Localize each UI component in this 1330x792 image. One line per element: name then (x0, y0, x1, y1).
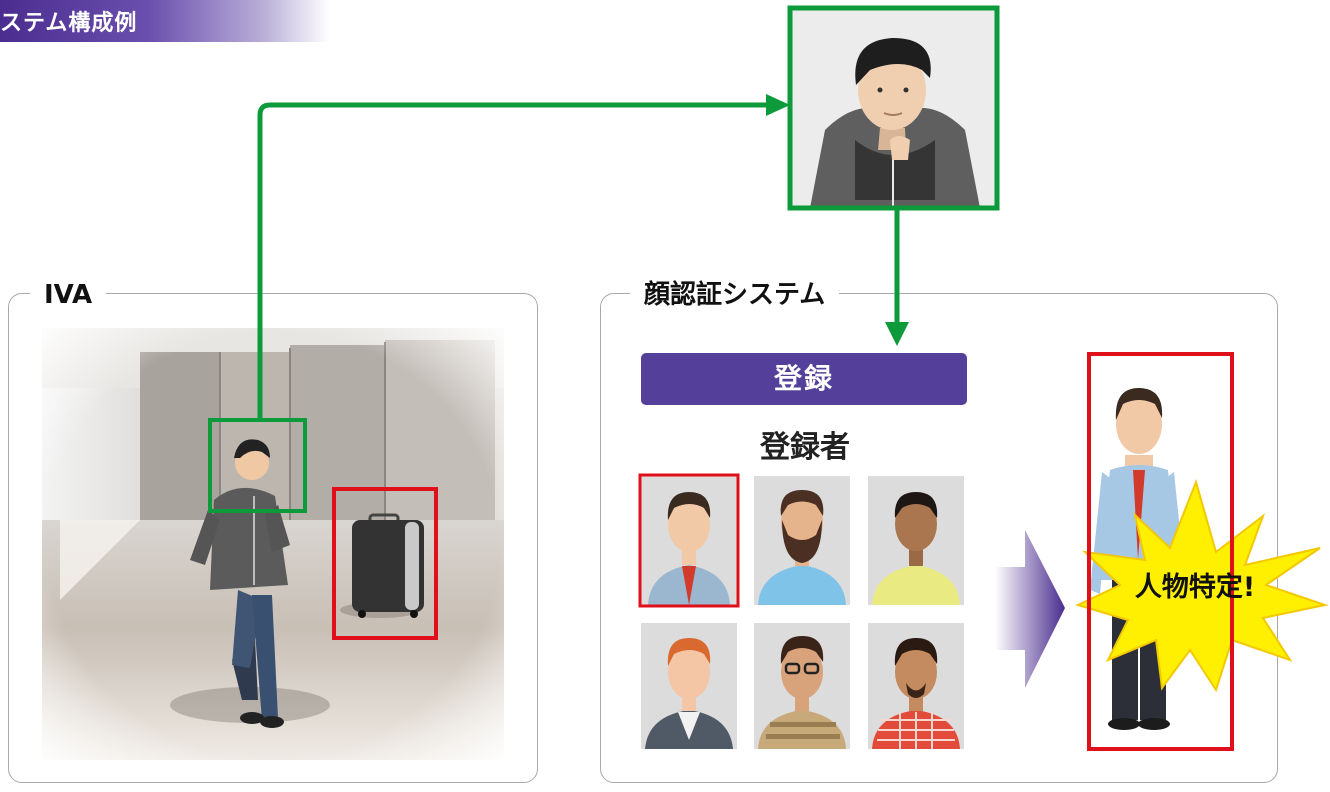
header-tab: ステム構成例 (0, 0, 330, 42)
detected-object-box (332, 487, 438, 640)
matched-registrant-highlight (638, 473, 740, 608)
starburst-icon (1075, 478, 1329, 693)
face-crop-frame (787, 5, 1000, 211)
identified-badge-text: 人物特定! (1134, 572, 1256, 603)
arrow-down-icon (885, 322, 909, 346)
walking-person-icon (190, 439, 290, 728)
face-crop-image (790, 8, 997, 208)
arrow-right-icon (766, 94, 790, 116)
flow-arrow-icon (995, 530, 1065, 688)
suitcase-icon (352, 513, 424, 618)
registrant-4 (641, 623, 737, 749)
iva-panel (8, 293, 538, 783)
register-banner: 登録 (641, 353, 967, 405)
header-title: ステム構成例 (0, 11, 138, 36)
registrants-heading: 登録者 (760, 430, 850, 465)
registrant-5 (754, 623, 850, 749)
capture-flow-line (257, 102, 770, 420)
registrant-2 (754, 476, 850, 605)
face-auth-panel (600, 293, 1278, 783)
face-auth-panel-label: 顔認証システム (630, 280, 840, 310)
iva-panel-label: IVA (30, 280, 107, 310)
registrant-6 (868, 623, 964, 749)
identified-person-frame (1087, 352, 1234, 751)
registrant-1 (641, 476, 737, 605)
registrant-grid (638, 473, 964, 749)
registrant-3 (868, 476, 964, 605)
